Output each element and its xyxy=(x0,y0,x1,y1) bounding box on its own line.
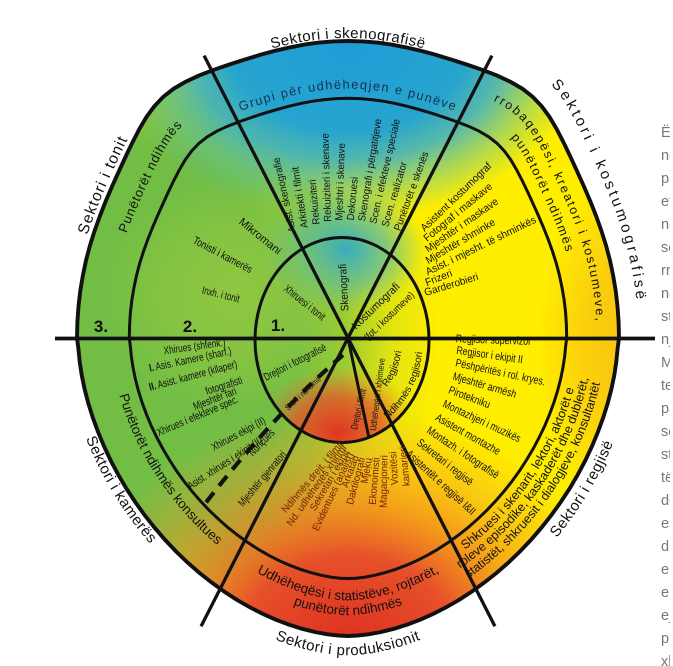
svg-text:3.: 3. xyxy=(94,317,108,336)
svg-text:Dekoruesi: Dekoruesi xyxy=(345,176,361,220)
svg-text:Rekuiziteri: Rekuiziteri xyxy=(307,179,322,225)
svg-text:Regjisor supervizor: Regjisor supervizor xyxy=(455,333,531,348)
svg-text:Ekonomisti: Ekonomisti xyxy=(367,457,382,505)
svg-text:1.: 1. xyxy=(271,316,285,335)
svg-text:Rekuiziteri i skenave: Rekuiziteri i skenave xyxy=(320,133,334,222)
svg-text:Magacjoneri: Magacjoneri xyxy=(378,455,390,508)
svg-text:Mjeku: Mjeku xyxy=(359,457,375,484)
svg-text:kamarieri: kamarieri xyxy=(398,446,413,487)
svg-text:Vozitësi: Vozitësi xyxy=(388,451,401,485)
svg-text:Skenografi: Skenografi xyxy=(338,264,352,312)
svg-text:Mjeshtri i skenave: Mjeshtri i skenave xyxy=(334,143,348,221)
svg-text:2.: 2. xyxy=(183,317,197,336)
